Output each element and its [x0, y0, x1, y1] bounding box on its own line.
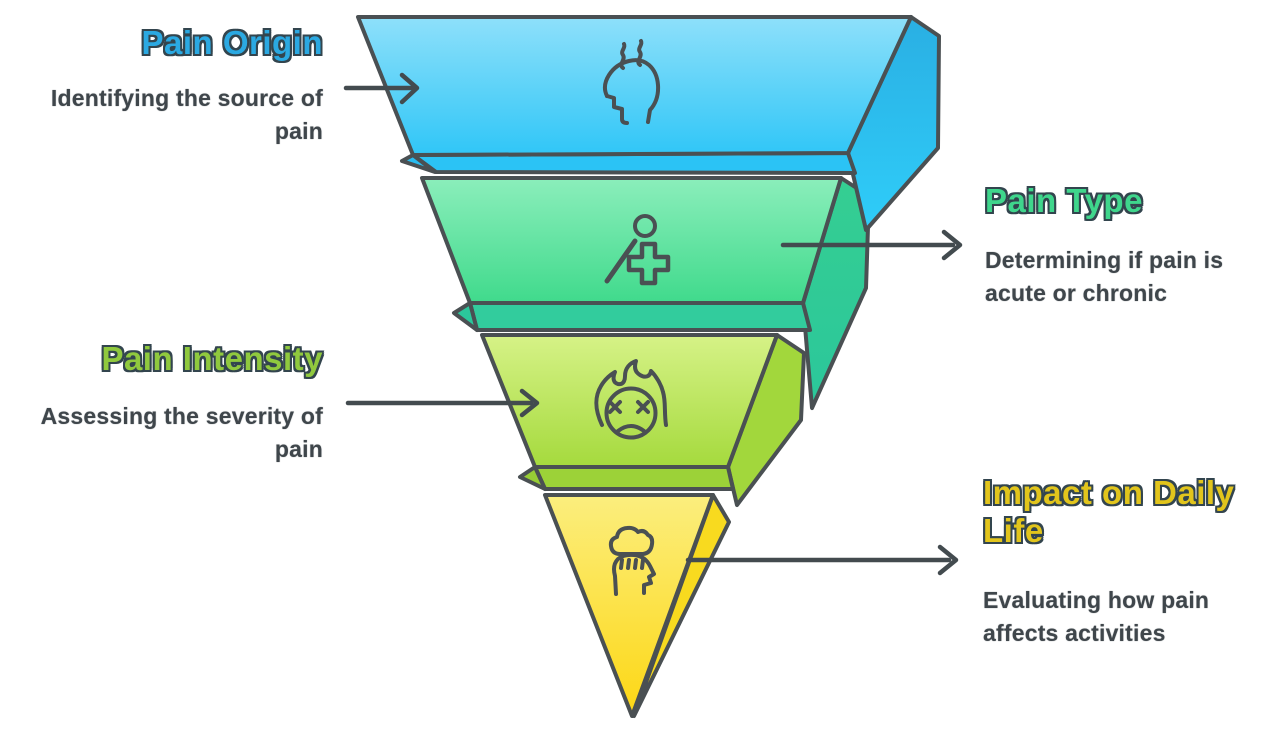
funnel-level-2 — [420, 176, 871, 410]
level-1-description: Identifying the source of pain — [50, 85, 323, 144]
funnel-level-1-lip-notch — [400, 153, 437, 174]
funnel-level-1-face — [356, 15, 913, 157]
connector-arrow-3 — [345, 388, 540, 418]
level-4-title: Impact on Daily Life — [983, 474, 1235, 549]
rain-cloud-head-icon — [608, 525, 656, 596]
funnel-level-2-face — [420, 176, 843, 305]
level-1-label: Pain Origin Identifying the source of pa… — [10, 24, 323, 148]
level-3-description: Assessing the severity of pain — [40, 403, 323, 462]
level-3-title: Pain Intensity — [101, 340, 323, 377]
funnel-level-2-lip-notch — [452, 301, 479, 332]
head-steam-icon — [602, 39, 661, 125]
funnel-level-3-lip-notch — [518, 465, 547, 491]
level-2-title: Pain Type — [985, 182, 1143, 219]
flame-pained-face-icon — [594, 359, 668, 440]
level-4-label: Impact on Daily Life Evaluating how pain… — [983, 474, 1268, 650]
funnel-level-2-lip — [468, 301, 812, 332]
connector-arrow-4 — [685, 544, 959, 576]
connector-arrow-2 — [780, 229, 963, 261]
funnel-level-3-lip — [533, 465, 735, 491]
funnel-level-4 — [543, 493, 731, 718]
connector-arrow-1 — [343, 72, 420, 105]
funnel-level-1 — [356, 15, 941, 232]
level-4-description: Evaluating how pain affects activities — [983, 587, 1210, 646]
level-3-label: Pain Intensity Assessing the severity of… — [7, 340, 323, 466]
level-2-label: Pain Type Determining if pain is acute o… — [985, 182, 1257, 310]
level-2-description: Determining if pain is acute or chronic — [985, 247, 1224, 306]
needle-cross-icon — [604, 214, 671, 286]
funnel-level-3-face — [480, 333, 779, 469]
funnel-level-4-face — [543, 493, 715, 718]
funnel-level-3 — [480, 333, 806, 507]
level-1-title: Pain Origin — [141, 24, 323, 61]
